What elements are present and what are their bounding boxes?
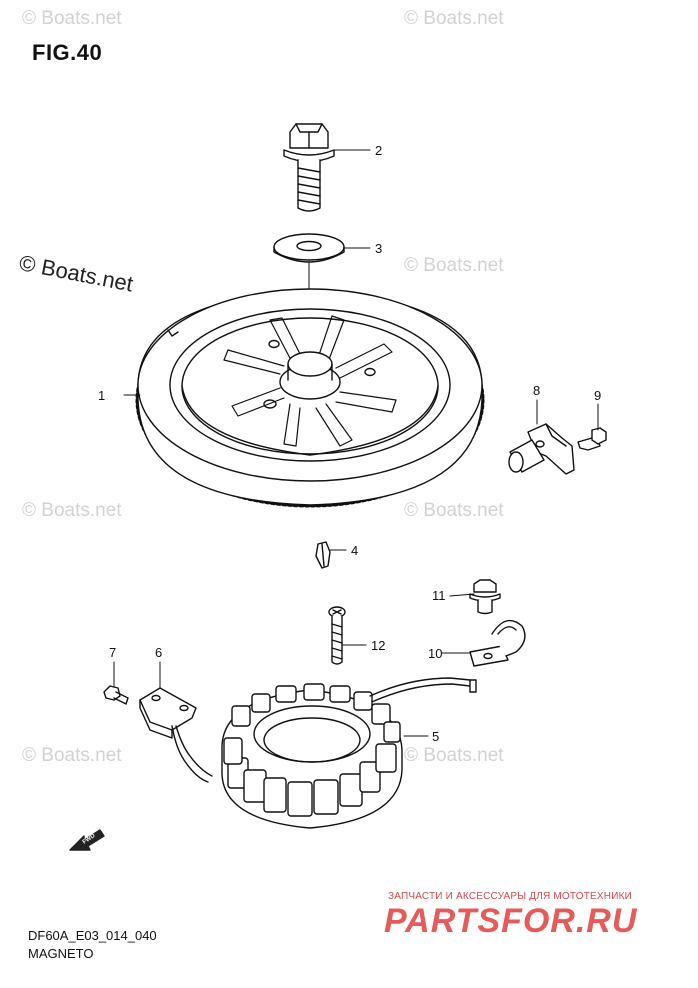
washer <box>273 233 345 263</box>
flywheel-bolt <box>283 123 335 212</box>
callout-8: 8 <box>533 383 540 398</box>
screw-7 <box>103 685 129 705</box>
watermark: © Boats.net <box>404 500 504 521</box>
fwd-arrow <box>69 829 105 851</box>
clamp <box>469 619 526 667</box>
sensor <box>508 423 575 475</box>
watermark: © Boats.net <box>22 500 122 521</box>
callout-11: 11 <box>432 588 446 603</box>
screw-12 <box>328 606 346 665</box>
pulser-coil <box>139 687 213 783</box>
watermark: © Boats.net <box>404 745 504 766</box>
stator <box>221 677 477 829</box>
callout-3: 3 <box>375 241 382 256</box>
callout-9: 9 <box>594 388 601 403</box>
key <box>315 541 331 569</box>
advert-logo: PARTSFOR.RU <box>384 902 638 940</box>
callout-2: 2 <box>375 143 382 158</box>
callout-1: 1 <box>98 388 105 403</box>
flywheel <box>135 288 485 508</box>
watermark: © Boats.net <box>404 255 504 276</box>
figure-code: DF60A_E03_014_040 <box>28 928 157 943</box>
advert-tagline: ЗАПЧАСТИ И АКСЕССУАРЫ ДЛЯ МОТОТЕХНИКИ <box>388 891 633 902</box>
figure-title: FIG.40 <box>32 40 103 65</box>
callout-7: 7 <box>109 645 116 660</box>
watermark: © Boats.net <box>404 8 504 29</box>
bolt-9 <box>577 427 607 451</box>
callout-4: 4 <box>351 543 358 558</box>
watermark: © Boats.net <box>22 8 122 29</box>
bolt-11 <box>469 579 501 615</box>
figure-caption: MAGNETO <box>28 946 94 961</box>
callout-12: 12 <box>371 638 385 653</box>
watermark: © Boats.net <box>22 745 122 766</box>
callout-6: 6 <box>155 645 162 660</box>
callout-10: 10 <box>428 646 442 661</box>
callout-5: 5 <box>432 729 439 744</box>
